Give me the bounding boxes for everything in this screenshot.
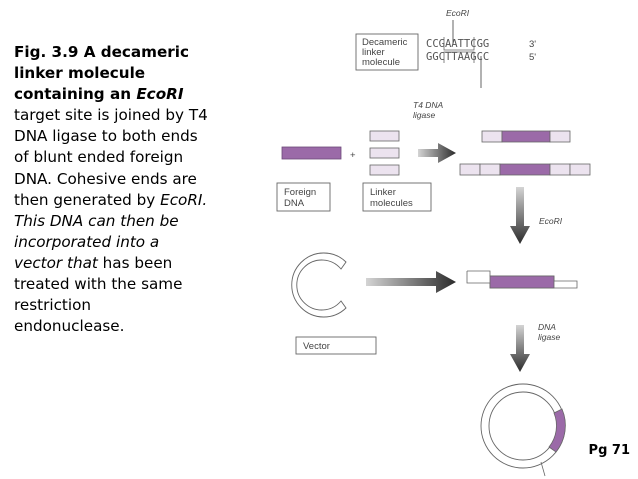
linker-molecules-box [362,182,432,212]
dna-ligase-label: DNA [538,322,556,332]
open-vector-icon [291,252,347,318]
linker-molecule [369,130,400,142]
caption-line: then generated by EcoRI. [14,190,264,211]
caption-line: linker molecule [14,64,146,83]
caption-line: target site is joined by T4 [14,106,208,125]
caption-line: DNA. Cohesive ends are [14,169,197,188]
figure-caption: Fig. 3.9 A decameric linker molecule con… [14,42,264,337]
ligation-arrow-icon [418,143,456,163]
caption-enzyme-name: EcoRI [136,85,184,104]
linker-box-label: molecule [362,57,400,68]
foreign-dna-label: DNA [284,198,305,209]
ligated-foreign-dna [501,130,551,143]
vector-box [295,336,377,355]
caption-line: of blunt ended foreign [14,148,184,167]
caption-text: containing an [14,85,137,104]
t4-ligase-label: T4 DNA [413,100,444,110]
ligated-linker-right [569,163,591,176]
linker-molecule [369,147,400,159]
vector-label: Vector [303,341,330,352]
caption-line: DNA ligase to both ends [14,127,198,146]
linker-sequence-bottom: GGCTTAAGCC [426,51,489,63]
caption-line: This DNA can then be [14,211,179,230]
linker-molecule [369,164,400,176]
caption-line: vector that has been [14,253,264,274]
mix-arrow-icon [366,271,456,293]
ligated-linker-left [479,163,501,176]
caption-enzyme-name: EcoRI. [160,190,208,209]
caption-text: vector that [14,253,98,272]
caption-text: has been [97,253,173,272]
ecori-step-label: EcoRI [539,216,563,226]
dna-ligase-label: ligase [538,332,560,342]
ecori-site-bracket-top [443,37,475,51]
caption-text: then generated by [14,190,161,209]
caption-line: Fig. 3.9 A decameric [14,43,189,61]
inserted-foreign-dna [548,408,566,453]
ligated-linker-left [459,163,481,176]
cut-foreign-dna [489,275,555,289]
page-number: Pg 71 [588,443,630,458]
sequence-end-bottom: 5' [529,52,536,63]
plasmid-junction-mark [540,461,546,477]
linker-molecule-box [355,33,419,71]
caption-line: containing an EcoRI [14,84,264,105]
linker-box-label: Decameric [362,37,408,48]
ligated-linker-right [549,130,571,143]
ecori-digest-arrow-icon [510,187,530,244]
foreign-dna-fragment [281,146,342,160]
sequence-end-top: 3' [529,39,536,50]
plus-sign: + [350,150,356,161]
linker-box-label: linker [362,47,385,58]
t4-ligase-label: ligase [413,110,435,120]
ligated-linker-right [549,163,571,176]
ligated-linker-left [481,130,503,143]
caption-line: treated with the same [14,275,183,294]
ecori-site-bracket-bottom [443,51,475,63]
foreign-dna-box [276,182,331,212]
linker-molecules-label: Linker [370,187,396,198]
recombinant-plasmid-inner [488,391,558,461]
caption-line: incorporated into a [14,232,160,251]
ecori-site-label: EcoRI [446,8,470,18]
foreign-dna-label: Foreign [284,187,316,198]
ligase-arrow-icon [510,325,530,372]
recombinant-plasmid-outer [480,383,566,469]
caption-line: restriction [14,296,92,315]
caption-line: endonuclease. [14,317,125,336]
linker-molecules-label: molecules [370,198,413,209]
linker-sequence-top: CCGAATTCGG [426,38,489,50]
ligated-foreign-dna [499,163,551,176]
